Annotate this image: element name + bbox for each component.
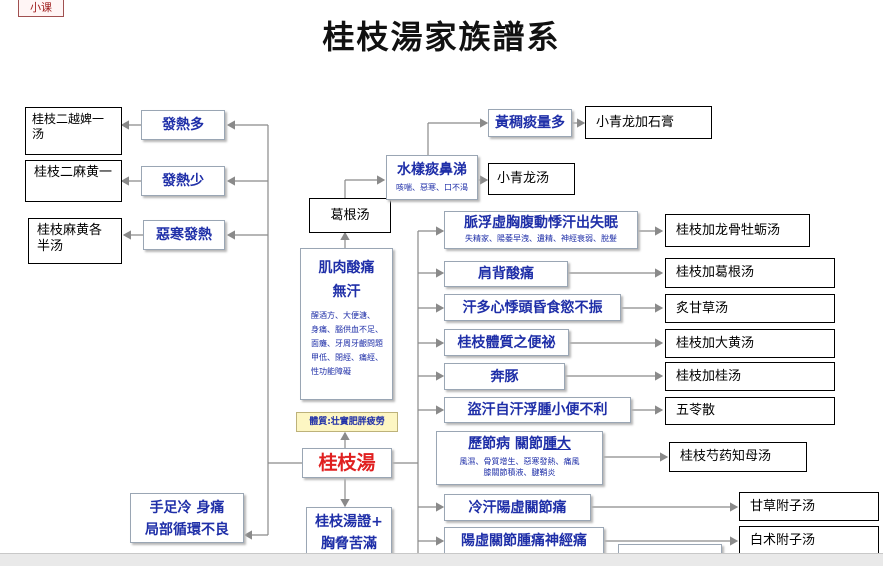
box-ehan-fare: 惡寒發熱 [143,220,225,250]
formula-shaoyao-zhimu: 桂枝芍药知母汤 [669,442,807,472]
box-watery-phlegm: 水樣痰鼻涕 咳喘、惡寒、口不渴 [386,155,478,200]
formula-xiaoqinglong-shigao: 小青龙加石膏 [585,106,712,139]
box-constipation: 桂枝體質之便祕 [444,329,569,356]
formula-guizhi-ermahuang: 桂枝二麻黄一 [25,160,122,202]
bottom-scrollbar[interactable] [0,553,883,566]
formula-gancao-fuzi: 甘草附子汤 [739,492,879,521]
box-sweat-palpitation: 汗多心悸頭昏食慾不振 [444,294,621,321]
box-yellow-phlegm: 黃稠痰量多 [488,109,572,137]
formula-gegentang: 葛根汤 [309,198,391,233]
box-yang-deficiency-joint: 陽虛關節腫痛神經痛 [444,527,604,554]
box-pulse-palpitation: 脈浮虛胸腹動悸汗出失眠 失精家、陽萎早洩、遺精、神經衰弱、脫髮 [444,211,638,249]
formula-xiaoqinglong: 小青龙汤 [488,163,575,195]
formula-zhigancao: 炙甘草汤 [665,294,835,323]
formula-jia-gui: 桂枝加桂汤 [665,362,835,391]
box-fare-shao: 發熱少 [141,166,225,196]
box-cold-sweat-joint: 冷汗陽虛關節痛 [444,494,591,521]
formula-longgu-muli: 桂枝加龙骨牡蛎汤 [665,214,810,247]
box-cold-limbs: 手足冷 身痛 局部循環不良 [130,493,244,543]
box-shoulder-pain: 肩背酸痛 [444,261,568,287]
box-fare-duo: 發熱多 [141,110,225,140]
center-guizhitang: 桂枝湯 [302,448,392,478]
formula-guizhi-eryuebi: 桂枝二越婢一汤 [25,107,122,155]
formula-guizhi-mahuang-gebantang: 桂枝麻黄各半汤 [28,218,122,264]
box-muscle-pain: 肌肉酸痛 無汗 醒酒方、大便溏、 身痛、腦供血不足、 面癱、牙周牙齦問題 甲低、… [300,248,393,400]
box-joint-disease: 歷節病 關節腫大 風濕、骨質增生、惡寒發熱、痛風 膝關節積液、腱鞘炎 [436,431,603,485]
box-night-sweat: 盜汗自汗浮腫小便不利 [444,397,631,423]
constitution-label: 體質:壮實肥胖疲勞 [296,412,398,432]
formula-baizhu-fuzi: 白术附子汤 [739,526,879,555]
formula-wuling-san: 五苓散 [665,397,835,425]
formula-jia-dahuang: 桂枝加大黄汤 [665,329,835,358]
page-title: 桂枝湯家族譜系 [322,18,561,56]
lesson-tag: 小课 [18,0,64,17]
box-chest-fullness: 桂枝湯證+ 胸脅苦滿 [306,507,392,557]
box-bentun: 奔豚 [444,363,565,390]
formula-jia-gegen: 桂枝加葛根汤 [665,258,835,288]
